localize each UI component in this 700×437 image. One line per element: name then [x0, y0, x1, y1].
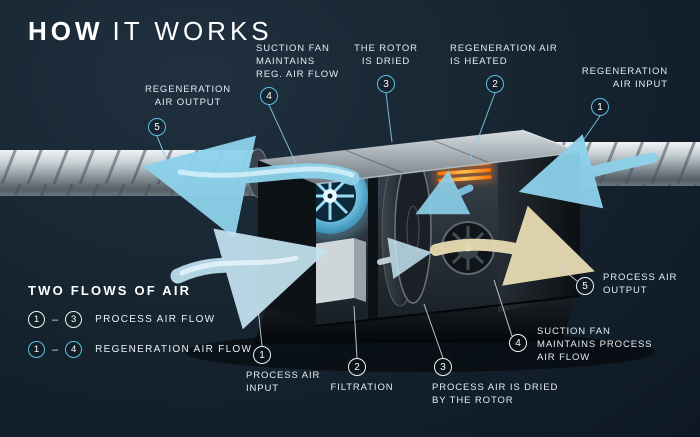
title-rest: IT WORKS [112, 16, 273, 46]
callout-label: PROCESS AIR INPUT [246, 370, 321, 394]
legend-dash: – [52, 343, 59, 356]
airflow-regeneration-output-arrow [142, 135, 360, 239]
legend-label: REGENERATION AIR FLOW [95, 344, 253, 355]
callout-label: PROCESS AIR OUTPUT [603, 272, 678, 296]
legend-label: PROCESS AIR FLOW [95, 314, 216, 325]
callout-label: FILTRATION [330, 382, 394, 393]
callout-lines-regeneration [156, 92, 601, 169]
callout-number-badge: 4 [260, 87, 278, 105]
callout-number-badge: 5 [576, 277, 594, 295]
callout-label: SUCTION FAN MAINTAINS PROCESS AIR FLOW [537, 326, 653, 363]
callout-regeneration-air-input: REGENERATION AIR INPUT 1 [556, 66, 668, 116]
callout-label: REGENERATION AIR OUTPUT [144, 84, 232, 108]
callout-filtration: 2 FILTRATION [322, 358, 402, 395]
callout-label: THE ROTOR IS DRIED [354, 43, 418, 67]
left-side-wall [258, 160, 316, 326]
legend-row-process: 1 – 3 PROCESS AIR FLOW [28, 311, 252, 328]
airflow-regeneration-input-arrow [518, 134, 658, 209]
machine-cutaway [258, 129, 581, 327]
callout-regeneration-air-heated: REGENERATION AIR IS HEATED 2 [450, 43, 562, 93]
rotor [381, 156, 432, 307]
callout-number-badge: 5 [148, 118, 166, 136]
callout-number-badge: 2 [486, 75, 504, 93]
callout-number-badge: 3 [377, 75, 395, 93]
legend-number-badge: 3 [65, 311, 83, 328]
legend-row-regeneration: 1 – 4 REGENERATION AIR FLOW [28, 341, 252, 358]
title-emphasis: HOW [28, 16, 104, 46]
callout-process-air-input: 1 PROCESS AIR INPUT [246, 346, 341, 396]
callout-number-badge: 3 [434, 358, 452, 376]
callout-number-badge: 4 [509, 334, 527, 352]
airflow-process-input-arrow [170, 228, 329, 330]
legend-dash: – [52, 313, 59, 326]
callout-rotor-is-dried: THE ROTOR IS DRIED 3 [350, 43, 422, 93]
callout-label: REGENERATION AIR IS HEATED [450, 43, 558, 67]
callout-label: SUCTION FAN MAINTAINS REG. AIR FLOW [256, 43, 339, 80]
divider-wall [368, 159, 378, 324]
callout-process-air-dried: 3 PROCESS AIR IS DRIED BY THE ROTOR [432, 358, 574, 408]
callout-number-badge: 1 [253, 346, 271, 364]
callout-regeneration-air-output: REGENERATION AIR OUTPUT 5 [118, 84, 258, 136]
callout-number-badge: 2 [348, 358, 366, 376]
legend-number-badge: 4 [65, 341, 83, 358]
airflow-heated-to-rotor-arrow [415, 170, 474, 215]
airflow-through-rotor-arrow [377, 237, 432, 280]
callout-label: REGENERATION AIR INPUT [581, 66, 668, 90]
callout-process-air-output: 5 PROCESS AIR OUTPUT [576, 272, 700, 298]
legend-two-flows: TWO FLOWS OF AIR 1 – 3 PROCESS AIR FLOW … [28, 283, 252, 358]
filter-box-side [354, 238, 366, 302]
legend-heading: TWO FLOWS OF AIR [28, 283, 192, 298]
legend-number-badge: 1 [28, 341, 45, 358]
callout-number-badge: 1 [591, 98, 609, 116]
callout-lines-process [257, 263, 578, 359]
callout-suction-fan-process: 4 SUCTION FAN MAINTAINS PROCESS AIR FLOW [509, 326, 669, 364]
callout-suction-fan-reg: SUCTION FAN MAINTAINS REG. AIR FLOW 4 [256, 43, 368, 105]
callout-label: PROCESS AIR IS DRIED BY THE ROTOR [432, 382, 559, 406]
page-title: HOW IT WORKS [28, 16, 273, 47]
legend-number-badge: 1 [28, 311, 45, 328]
airflow-process-output-arrow [430, 205, 595, 286]
